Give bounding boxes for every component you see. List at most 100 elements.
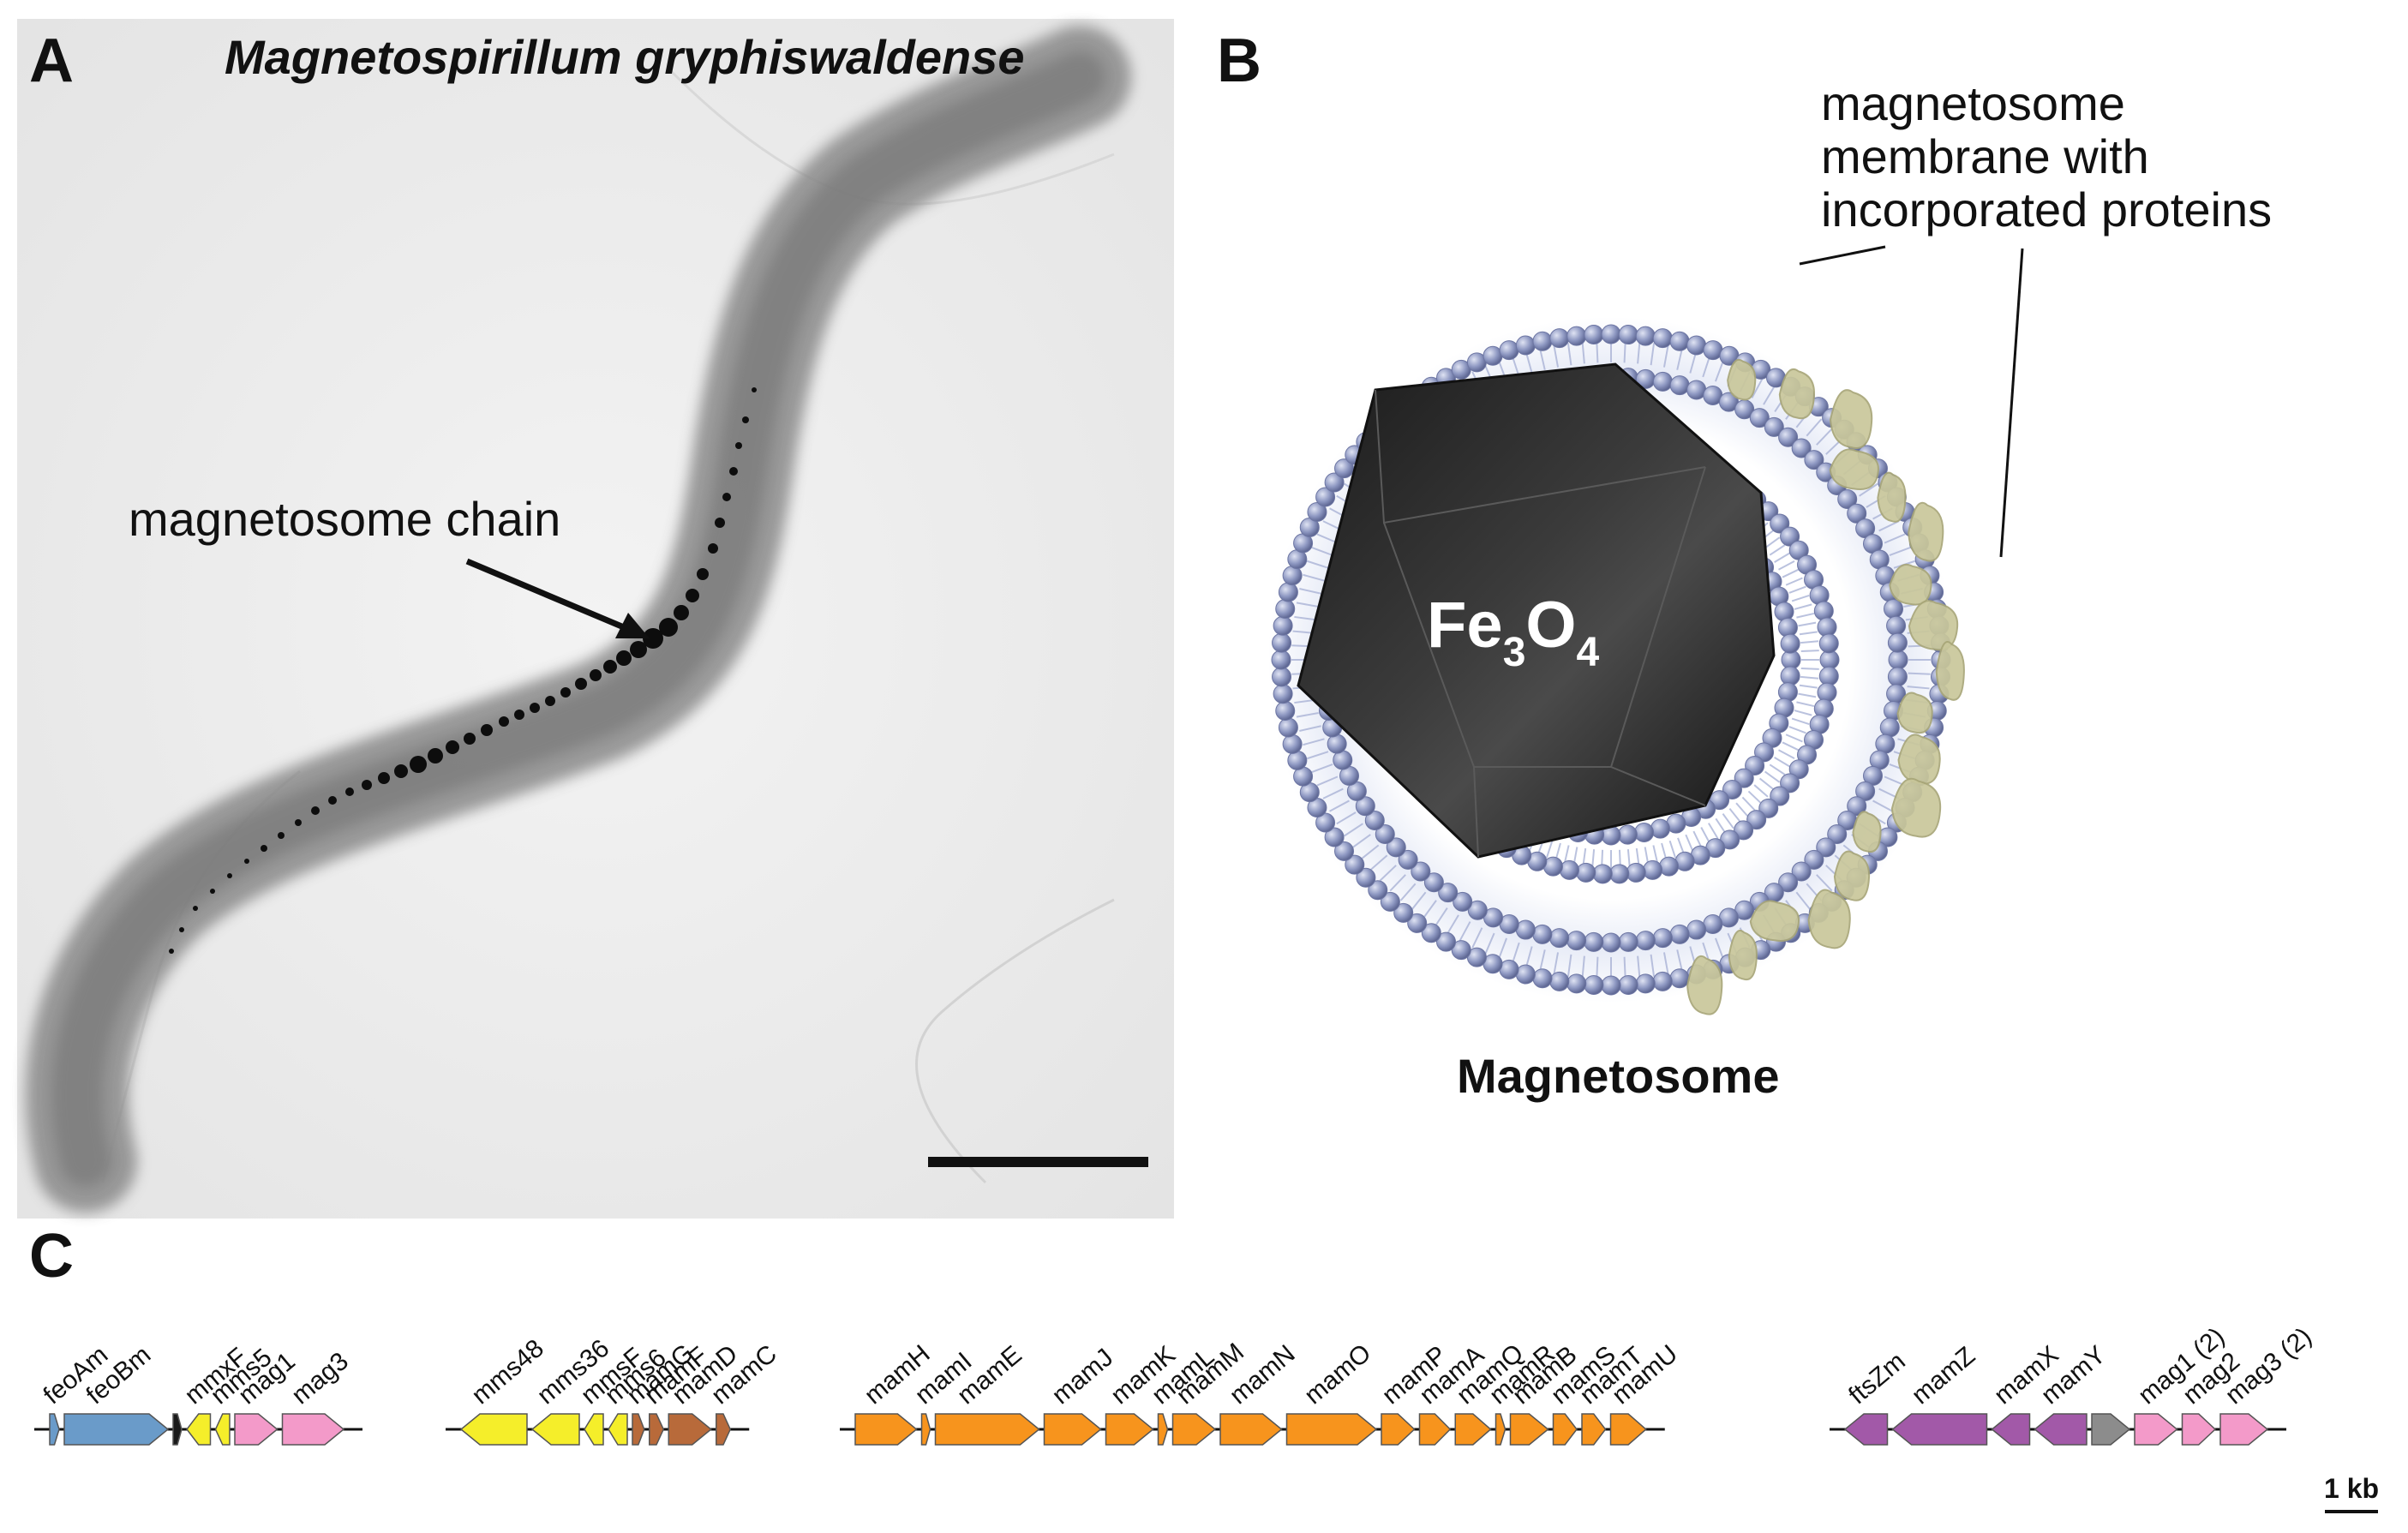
- lipid-tail: [1788, 726, 1806, 734]
- panel-b-letter: B: [1217, 27, 1261, 95]
- lipid-tail: [1652, 845, 1659, 864]
- lipid-tail: [1796, 612, 1815, 619]
- lipid-head: [1601, 932, 1621, 953]
- gene-arrows: [49, 1413, 2269, 1446]
- lipid-head: [1780, 773, 1800, 793]
- lipid-tail: [1322, 787, 1344, 799]
- lipid-head: [1780, 526, 1800, 547]
- lipid-tail: [1774, 757, 1791, 768]
- crystal-edge: [1610, 766, 1706, 806]
- lipid-head: [1686, 335, 1707, 356]
- magnetosome-particle: [722, 493, 731, 501]
- lipid-head: [1345, 854, 1365, 875]
- membrane-protein: [1897, 734, 1941, 785]
- lipid-tail: [1311, 547, 1333, 557]
- lipid-tail: [1722, 813, 1734, 829]
- magnetosome-particle: [244, 859, 249, 864]
- membrane-label-line-3: incorporated proteins: [1821, 183, 2272, 237]
- lipid-tail: [1411, 891, 1427, 911]
- lipid-head: [1272, 632, 1292, 653]
- lipid-head: [1884, 599, 1904, 620]
- magnetosome-particle: [590, 669, 602, 681]
- lipid-tail: [1715, 817, 1727, 835]
- gene-arrow: [1381, 1413, 1416, 1446]
- membrane-protein: [1727, 358, 1757, 401]
- lipid-tail: [1700, 827, 1711, 844]
- lipid-tail: [1788, 585, 1806, 594]
- lipid-head: [1273, 684, 1293, 704]
- membrane-protein: [1908, 501, 1944, 562]
- lipid-head: [1532, 924, 1553, 944]
- membrane-protein: [1833, 850, 1871, 901]
- gene-arrow: [49, 1413, 60, 1446]
- lipid-tail: [1758, 777, 1775, 791]
- micrograph-background: [17, 19, 1174, 1219]
- lipid-tail: [1714, 360, 1724, 382]
- magnetosome-particle: [708, 543, 718, 554]
- membrane-protein: [1889, 563, 1932, 606]
- lipid-head: [1398, 849, 1418, 870]
- lipid-tail: [1553, 344, 1560, 368]
- lipid-head: [1467, 900, 1488, 920]
- lipid-tail: [1753, 784, 1769, 798]
- magnetosome-caption: Magnetosome: [1457, 1049, 1780, 1103]
- gene-arrow: [2034, 1413, 2088, 1446]
- lipid-head: [1421, 923, 1441, 943]
- lipid-tail: [1498, 937, 1508, 960]
- lipid-head: [1272, 667, 1292, 687]
- lipid-head: [1818, 666, 1839, 686]
- lipid-head: [1334, 458, 1355, 479]
- lipid-tail: [1692, 830, 1703, 848]
- lipid-head: [1515, 335, 1536, 356]
- magnetosome-particle: [575, 678, 587, 690]
- lipid-tail: [1668, 840, 1677, 859]
- lipid-head: [1887, 667, 1908, 687]
- magnetosome-particle: [169, 949, 174, 954]
- gene-arrow: [1891, 1413, 1988, 1446]
- lipid-head: [1584, 931, 1604, 952]
- magnetosome-particle: [616, 650, 632, 666]
- panel-b: B magnetosome membrane with incorporated…: [1217, 27, 2272, 1103]
- gene-arrow: [2091, 1413, 2131, 1446]
- lipid-head: [1356, 867, 1376, 888]
- lipid-tail: [1785, 734, 1803, 743]
- magnetosome-particle: [410, 756, 427, 773]
- lipid-tail: [1596, 340, 1599, 363]
- gene-arrow: [854, 1413, 918, 1446]
- magnetosome-particle: [752, 387, 757, 392]
- magnetosome-particle: [446, 740, 459, 754]
- lipid-head: [1271, 650, 1291, 670]
- magnetosome-particle: [659, 618, 678, 637]
- lipid-head: [1499, 340, 1519, 361]
- gene-arrow: [1418, 1413, 1452, 1446]
- lipid-tail: [1778, 560, 1795, 571]
- lipid-tail: [1581, 341, 1585, 364]
- lipid-head: [1393, 902, 1414, 923]
- lipid-tail: [1294, 615, 1317, 621]
- lipid-tail: [1539, 348, 1546, 370]
- lipid-head: [1515, 964, 1536, 985]
- lipid-head: [1273, 615, 1293, 636]
- lipid-head: [1847, 796, 1867, 817]
- lipid-tail: [1563, 845, 1570, 864]
- lipid-head: [1386, 837, 1406, 858]
- membrane-protein: [1749, 900, 1800, 942]
- lipid-tail: [1422, 900, 1437, 919]
- gene-arrow: [459, 1413, 528, 1446]
- gene-arrow: [584, 1413, 604, 1446]
- lipid-tail: [1596, 956, 1599, 979]
- lipid-head: [1315, 812, 1336, 833]
- lipid-tail: [1800, 667, 1819, 670]
- lipid-tail: [1764, 536, 1781, 549]
- lipid-tail: [1907, 686, 1930, 690]
- lipid-head: [1278, 717, 1298, 738]
- lipid-tail: [1764, 770, 1781, 783]
- lipid-tail: [1728, 807, 1742, 823]
- lipid-head: [1652, 328, 1673, 349]
- magnetosome-particle: [428, 748, 443, 764]
- lipid-tail: [1351, 834, 1371, 849]
- lipid-tail: [1806, 418, 1823, 437]
- membrane-protein: [1935, 641, 1965, 701]
- membrane-protein: [1778, 368, 1815, 420]
- lipid-head: [1282, 734, 1303, 754]
